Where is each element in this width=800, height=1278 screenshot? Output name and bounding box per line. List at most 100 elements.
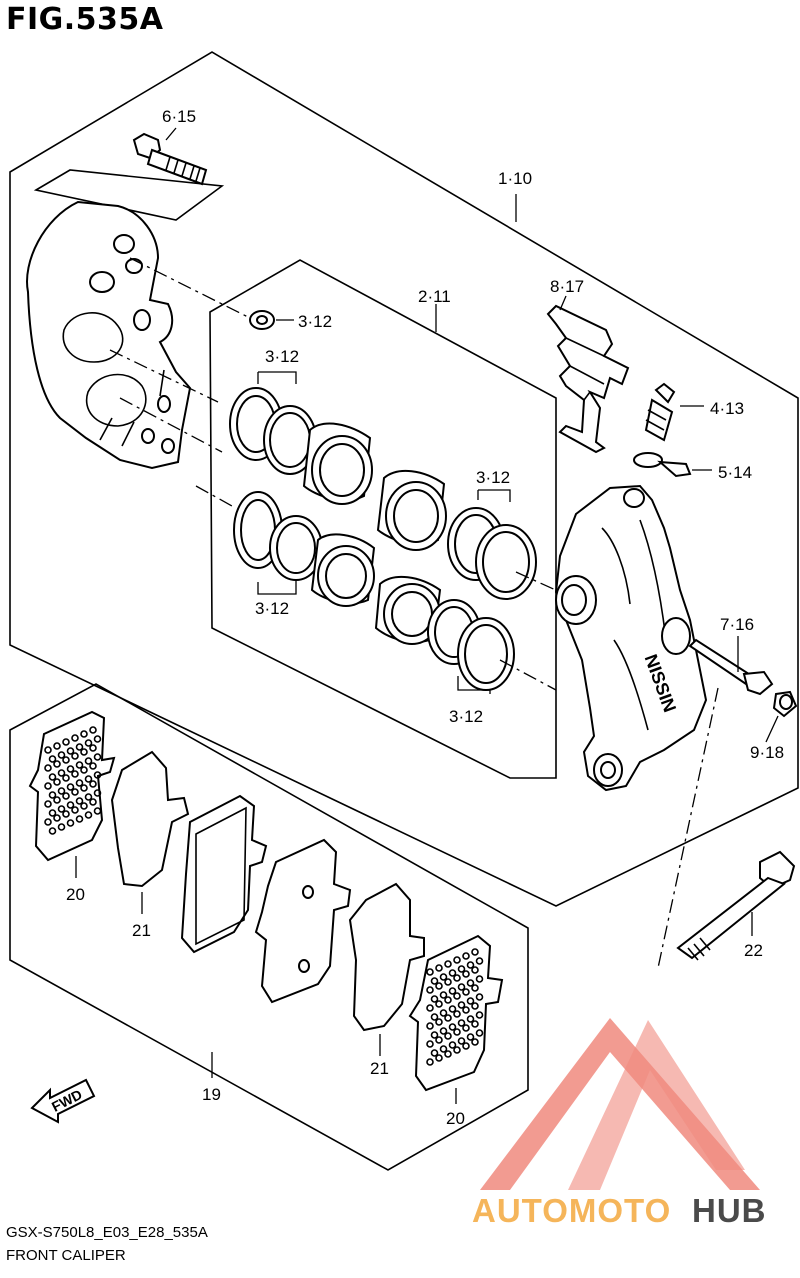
pad-hole (475, 975, 484, 983)
figure-title: FIG.535A (6, 2, 164, 37)
piston-seals-upper-right (447, 507, 537, 600)
pad-hole (462, 988, 470, 996)
pad-hole (430, 1013, 439, 1021)
pad-hole (462, 1006, 470, 1014)
pad-hole (457, 965, 466, 973)
caliper-bolt-6 (132, 132, 208, 186)
brake-pad-backing (254, 838, 352, 1004)
piston-lower-2 (374, 575, 442, 645)
pad-hole (426, 1058, 434, 1066)
bleeder-cap-5 (633, 452, 692, 478)
figure-model-code: GSX-S750L8_E03_E28_535A (6, 1224, 208, 1241)
pad-plate-20-left (28, 710, 116, 862)
callout-3-lower-right: 3·12 (449, 707, 483, 726)
pad-hole (453, 956, 461, 964)
pad-hole (426, 1004, 434, 1012)
pad-hole (471, 1002, 479, 1010)
pad-hole (430, 977, 439, 985)
pad-hole (435, 1000, 443, 1008)
pad-hole (84, 757, 93, 765)
leader-bracket (257, 580, 297, 595)
pad-hole (462, 1024, 470, 1032)
pad-hole (439, 1009, 448, 1017)
pad-hole (71, 788, 79, 796)
assembly-line (109, 349, 219, 403)
callout-21-left: 21 (132, 921, 151, 940)
pad-hole (62, 774, 70, 782)
pad-hole (84, 739, 93, 747)
assembly-line (657, 687, 719, 969)
callout-6: 6·15 (162, 107, 196, 126)
callout-2: 2·11 (418, 287, 451, 306)
pad-hole (53, 814, 61, 822)
shim-21-left (110, 750, 190, 888)
pad-hole (75, 743, 84, 751)
pad-hole (57, 787, 66, 795)
pad-hole (44, 782, 52, 790)
pad-hole (71, 770, 79, 778)
pad-hole (44, 818, 52, 826)
watermark-brand-right: HUB (692, 1192, 767, 1229)
pad-hole (57, 805, 66, 813)
pad-hole (66, 747, 75, 755)
pad-hole (435, 964, 443, 972)
pad-hole (435, 982, 443, 990)
pad-hole (89, 744, 97, 752)
pad-hole (53, 778, 61, 786)
watermark-triangle (480, 1018, 760, 1190)
callout-3-upper-left: 3·12 (265, 347, 299, 366)
pad-hole (426, 1040, 434, 1048)
pad-hole (426, 986, 434, 994)
pad-hole (71, 752, 79, 760)
pad-hole (466, 1033, 475, 1041)
pad-hole (435, 1054, 443, 1062)
pad-hole (48, 773, 57, 781)
pad-hole (66, 765, 75, 773)
piston-upper-1 (302, 422, 373, 505)
pad-hole (93, 771, 102, 779)
leader-bracket (257, 371, 297, 384)
pad-hole (89, 762, 97, 770)
piston-lower-1 (310, 533, 376, 607)
pad-hole (80, 748, 88, 756)
piston-seals-upper (229, 387, 317, 475)
pad-hole (66, 819, 75, 827)
callout-4: 4·13 (710, 399, 744, 418)
pad-hole (435, 1036, 443, 1044)
pad-hole (471, 984, 479, 992)
pad-hole (475, 1011, 484, 1019)
pad-hole (457, 1037, 466, 1045)
pad-hole (48, 791, 57, 799)
caliper-mount-bolt-22 (676, 850, 796, 961)
bleeder-valve-4 (644, 382, 676, 442)
pad-hole (71, 806, 79, 814)
pad-hole (75, 797, 84, 805)
pad-hole (471, 948, 479, 956)
callout-7: 7·16 (720, 615, 754, 634)
pad-hole (84, 775, 93, 783)
pad-hole (426, 968, 434, 976)
pad-hole (448, 1023, 457, 1031)
pin-plug-9 (772, 690, 798, 718)
pad-hole (448, 1005, 457, 1013)
leader-bracket (457, 676, 491, 694)
pad-hole (89, 780, 97, 788)
pad-hole (93, 789, 102, 797)
pad-hole (426, 1022, 434, 1030)
pad-hole (80, 784, 88, 792)
pad-hole (462, 1042, 470, 1050)
pad-hole (80, 802, 88, 810)
callout-3-lower-left: 3·12 (255, 599, 289, 618)
figure-name: FRONT CALIPER (6, 1247, 126, 1264)
pad-hole (93, 807, 102, 815)
callout-1: 1·10 (498, 169, 532, 188)
pad-hole (466, 979, 475, 987)
pad-hole (75, 815, 84, 823)
pad-hole (448, 987, 457, 995)
pad-hole (62, 792, 70, 800)
pad-plate-20-right (408, 934, 504, 1092)
pad-hole (439, 1045, 448, 1053)
pad-hole (89, 798, 97, 806)
watermark-brand-left: AUTOMOTO (472, 1192, 671, 1229)
pad-hole (448, 1041, 457, 1049)
